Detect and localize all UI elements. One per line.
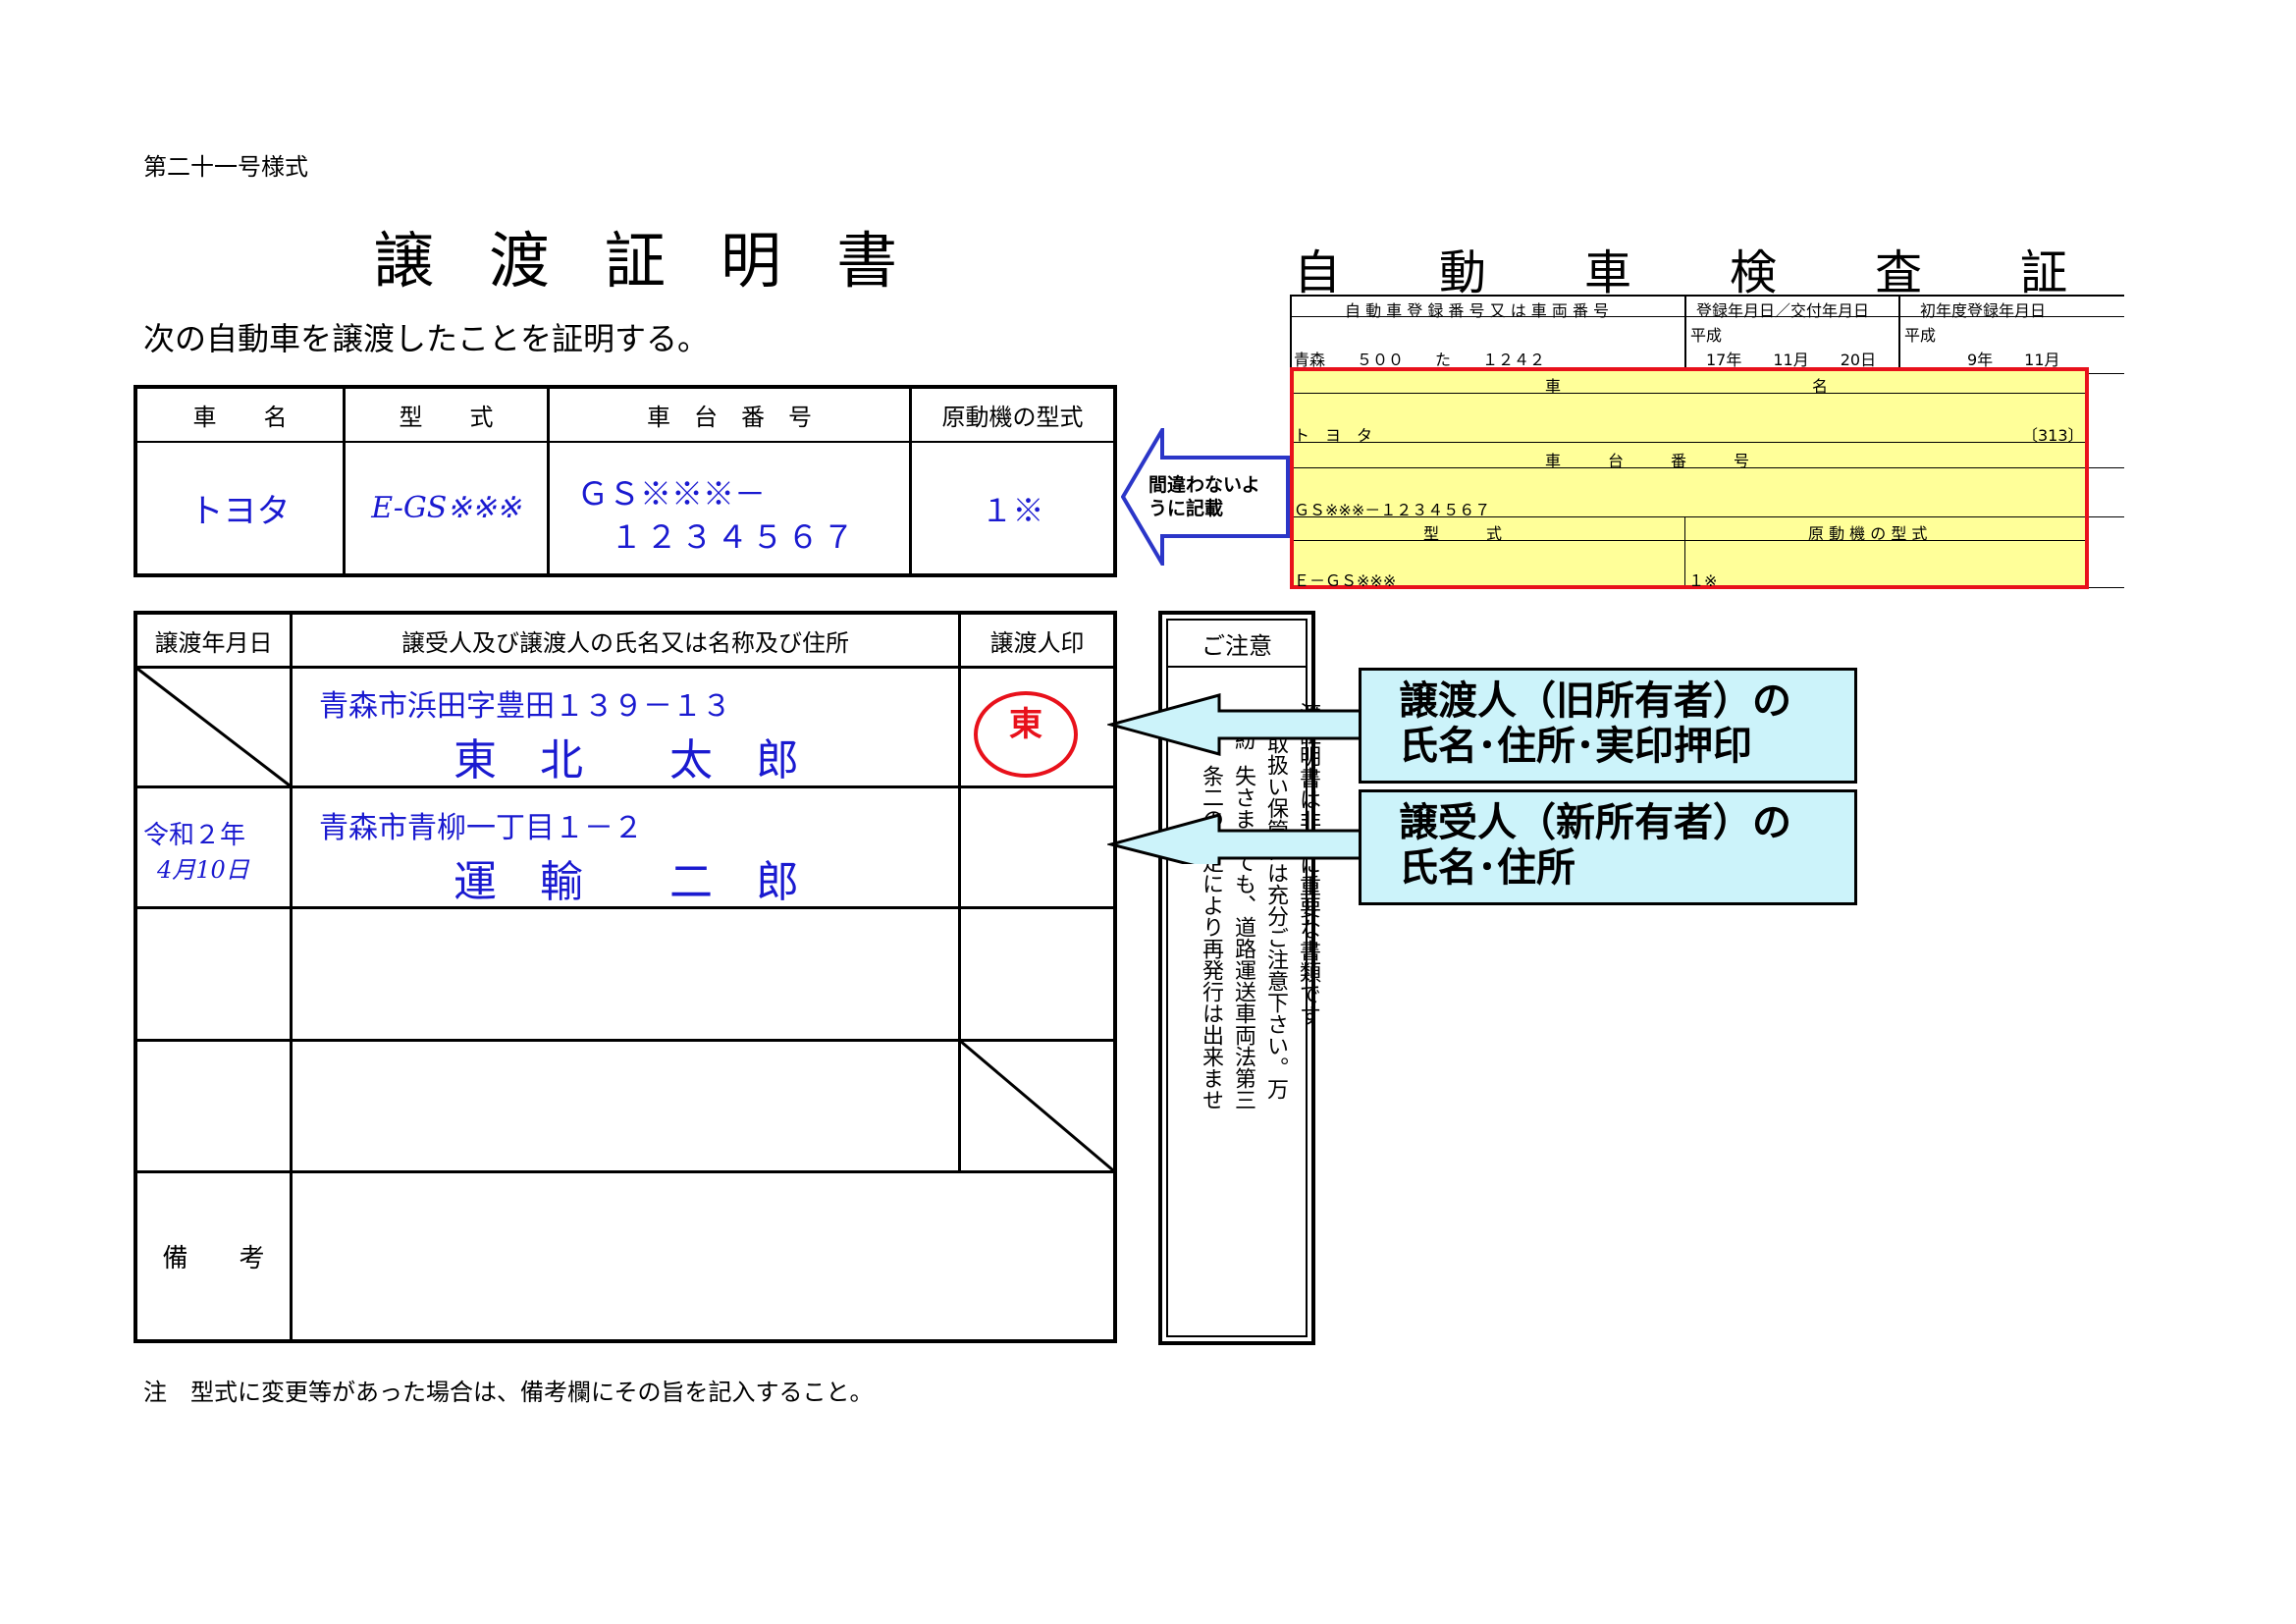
cert-name-code: 〔313〕 bbox=[2022, 426, 2084, 445]
cert-first-header: 初年度登録年月日 bbox=[1920, 301, 2047, 320]
callout-transferee: 譲受人（新所有者）の 氏名･住所 bbox=[1359, 789, 1857, 905]
callout-transferee-line1: 譲受人（新所有者）の bbox=[1399, 800, 1791, 845]
callout-transferor: 譲渡人（旧所有者）の 氏名･住所･実印押印 bbox=[1359, 668, 1857, 784]
header-seal: 譲渡人印 bbox=[989, 628, 1085, 657]
header-chassis: 車 台 番 号 bbox=[647, 404, 812, 431]
cert-title-char: 査 bbox=[1875, 245, 1923, 300]
transfer-date-line2: 4月10日 bbox=[157, 856, 249, 884]
title-char: 譲 bbox=[373, 225, 435, 297]
arrow-note-text: 間違わないよ うに記載 bbox=[1148, 473, 1260, 520]
cert-era-2: 平成 bbox=[1904, 326, 1937, 345]
form-number: 第二十一号様式 bbox=[143, 153, 308, 181]
transferor-address: 青森市浜田字豊田１３９－１３ bbox=[319, 689, 731, 724]
caution-col-3: 失さましても、道路運送車両法第三 bbox=[1231, 765, 1255, 1110]
callout-transferee-line2: 氏名･住所 bbox=[1399, 845, 1575, 891]
arrow-left-icon bbox=[1121, 428, 1290, 566]
intro-text: 次の自動車を譲渡したことを証明する。 bbox=[143, 320, 710, 357]
cert-reg-header: 自 動 車 登 録 番 号 又 は 車 両 番 号 bbox=[1345, 301, 1610, 320]
seal-stamp: 東 bbox=[974, 691, 1078, 778]
cert-title-char: 動 bbox=[1439, 245, 1487, 300]
caution-col-2: 取扱い保管には充分ご注意下さい。万 bbox=[1263, 732, 1288, 1100]
certificate-title: 自動車検査証 bbox=[1294, 234, 2067, 302]
cert-engine-value: １※ bbox=[1688, 571, 1718, 590]
cert-title-char: 検 bbox=[1730, 245, 1778, 300]
callout-transferor-line2: 氏名･住所･実印押印 bbox=[1399, 724, 1752, 769]
callout-arrows bbox=[1107, 693, 1372, 864]
cert-title-char: 車 bbox=[1584, 245, 1632, 300]
cert-name-value: ト ヨ タ bbox=[1294, 426, 1373, 445]
callout-transferor-line1: 譲渡人（旧所有者）の bbox=[1399, 678, 1791, 724]
transferee-address: 青森市青柳一丁目１－２ bbox=[319, 811, 643, 845]
transferor-name: 東 北 太 郎 bbox=[454, 735, 799, 785]
header-transfer-date: 譲渡年月日 bbox=[154, 628, 273, 657]
arrow-note-line1: 間違わないよ bbox=[1148, 474, 1260, 496]
title-char: 明 bbox=[721, 225, 782, 297]
header-parties: 譲受人及び譲渡人の氏名又は名称及び住所 bbox=[401, 628, 849, 657]
cert-date-header: 登録年月日／交付年月日 bbox=[1696, 301, 1870, 320]
remarks-label: 備 考 bbox=[162, 1244, 265, 1273]
diagonal-lines bbox=[136, 667, 1114, 1172]
engine-value: １※ bbox=[981, 491, 1044, 529]
title-char: 渡 bbox=[489, 225, 551, 297]
transferee-name: 運 輸 二 郎 bbox=[454, 857, 799, 907]
car-name-value: トヨタ bbox=[189, 492, 291, 531]
cert-name-label-right: 名 bbox=[1812, 377, 1829, 396]
footnote: 注 型式に変更等があった場合は、備考欄にその旨を記入すること。 bbox=[143, 1379, 874, 1406]
model-value: E-GS※※※ bbox=[371, 491, 521, 525]
cert-highlight-box bbox=[1290, 367, 2089, 589]
header-engine: 原動機の型式 bbox=[941, 404, 1084, 431]
header-car-name: 車 名 bbox=[192, 404, 288, 431]
title-char: 証 bbox=[605, 225, 667, 297]
cert-chassis-label: 車 台 番 号 bbox=[1545, 452, 1750, 470]
cert-chassis-value: ＧＳ※※※－１２３４５６７ bbox=[1294, 501, 1491, 519]
document-title: 譲渡証明書 bbox=[373, 211, 897, 299]
cert-model-value: Ｅ－ＧＳ※※※ bbox=[1294, 571, 1397, 590]
arrow-note-line2: うに記載 bbox=[1148, 498, 1224, 519]
chassis-value-line2: １２３４５６７ bbox=[611, 518, 859, 556]
seal-char: 東 bbox=[1009, 705, 1042, 744]
title-char: 書 bbox=[836, 225, 898, 297]
cert-title-char: 証 bbox=[2020, 245, 2068, 300]
cert-model-label: 型 式 bbox=[1423, 524, 1503, 543]
cert-name-label-left: 車 bbox=[1545, 377, 1562, 396]
transfer-date-line1: 令和２年 bbox=[143, 821, 246, 850]
cert-engine-label: 原 動 機 の 型 式 bbox=[1808, 524, 1928, 543]
header-model: 型 式 bbox=[399, 404, 494, 431]
cert-title-char: 自 bbox=[1294, 245, 1342, 300]
cert-date-value: 17年 11月 20日 bbox=[1706, 351, 1877, 369]
caution-title: ご注意 bbox=[1201, 631, 1272, 660]
cert-first-value: 9年 11月 bbox=[1967, 351, 2060, 369]
chassis-value-line1: ＧＳ※※※－ bbox=[577, 475, 767, 513]
caution-col-1: 渡証明書は非常に重要な書類です bbox=[1296, 702, 1320, 1026]
cert-era-1: 平成 bbox=[1690, 326, 1723, 345]
cert-reg-value: 青森 ５００ た １２４２ bbox=[1294, 351, 1546, 369]
